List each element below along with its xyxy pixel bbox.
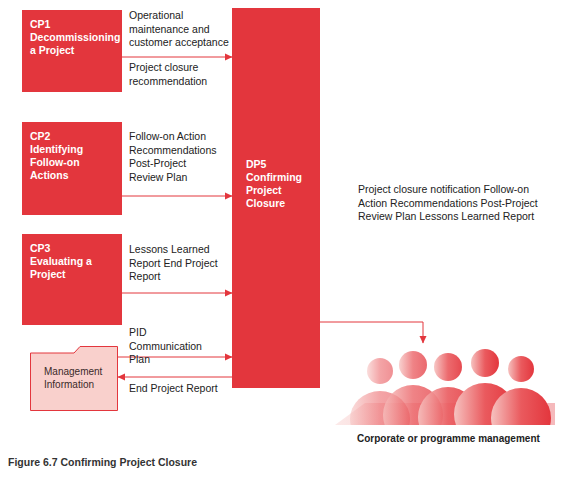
node-heading: CP3 bbox=[30, 242, 116, 255]
node-text: Decommissioning a Project bbox=[30, 31, 116, 57]
flow-label: Project closure recommendation bbox=[129, 61, 233, 88]
process-box: CP2Identifying Follow-on Actions bbox=[22, 122, 122, 215]
process-box: CP1Decommissioning a Project bbox=[22, 10, 122, 92]
flow-label: PID Communication Plan bbox=[129, 326, 221, 367]
flow-label: Follow-on Action Recommendations Post-Pr… bbox=[129, 130, 223, 184]
flow-arrow bbox=[122, 196, 232, 197]
information-folder: Management Information bbox=[30, 345, 118, 411]
flow-arrow bbox=[118, 377, 232, 378]
flow-arrow bbox=[320, 322, 423, 343]
flow-label: Project closure notification Follow-on A… bbox=[358, 183, 543, 224]
flow-arrow bbox=[122, 57, 232, 58]
node-text: Confirming Project Closure bbox=[246, 171, 314, 210]
node-heading: CP1 bbox=[30, 18, 116, 31]
node-heading: CP2 bbox=[30, 130, 116, 143]
figure-caption: Figure 6.7 Confirming Project Closure bbox=[8, 456, 197, 468]
stakeholder-group: Corporate or programme management bbox=[335, 343, 555, 445]
people-illustration bbox=[335, 343, 555, 428]
node-heading: DP5 bbox=[246, 158, 314, 171]
flow-label: Operational maintenance and customer acc… bbox=[129, 9, 233, 50]
node-text: Evaluating a Project bbox=[30, 255, 116, 281]
node-text: Management Information bbox=[44, 365, 110, 391]
flow-arrow bbox=[122, 293, 232, 294]
process-box: CP3Evaluating a Project bbox=[22, 234, 122, 325]
folder-outline bbox=[30, 345, 118, 411]
node-text: Corporate or programme management bbox=[357, 433, 540, 445]
process-box: DP5Confirming Project Closure bbox=[232, 8, 320, 388]
flow-label: End Project Report bbox=[129, 382, 229, 396]
flow-label: Lessons Learned Report End Project Repor… bbox=[129, 243, 227, 284]
node-text: Identifying Follow-on Actions bbox=[30, 143, 116, 182]
